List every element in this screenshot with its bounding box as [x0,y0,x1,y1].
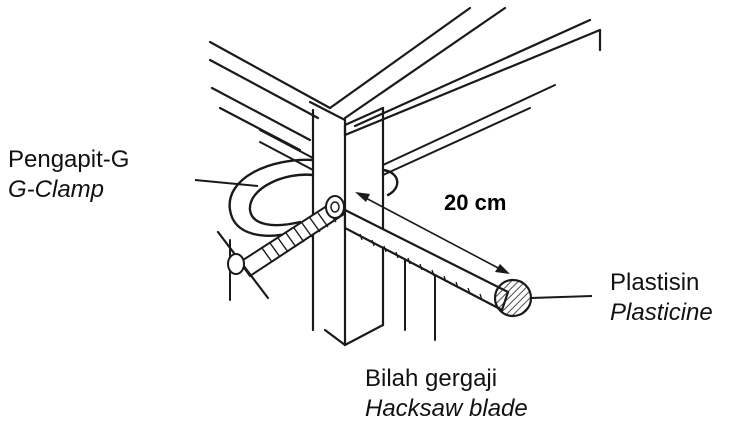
plasticine-ball [493,278,533,318]
plasticine-label-malay: Plastisin [610,269,700,296]
g-clamp-label-english: G-Clamp [8,176,105,203]
hacksaw-blade-label-english: Hacksaw blade [365,395,528,422]
g-clamp-frame [228,158,399,237]
distance-arrow [355,192,510,274]
plasticine-label: Plastisin Plasticine [610,268,713,328]
g-clamp-label-malay: Pengapit-G [8,146,130,173]
plasticine-label-english: Plasticine [610,299,713,326]
hacksaw-blade-label: Bilah gergaji Hacksaw blade [365,364,528,424]
leader-lines [194,179,593,299]
g-clamp-label: Pengapit-G G-Clamp [8,145,129,205]
hacksaw-blade-label-malay: Bilah gergaji [365,365,498,392]
distance-label: 20 cm [444,190,507,215]
table-leg [311,106,385,347]
table-top [208,6,602,152]
clamp-screw [216,195,346,300]
